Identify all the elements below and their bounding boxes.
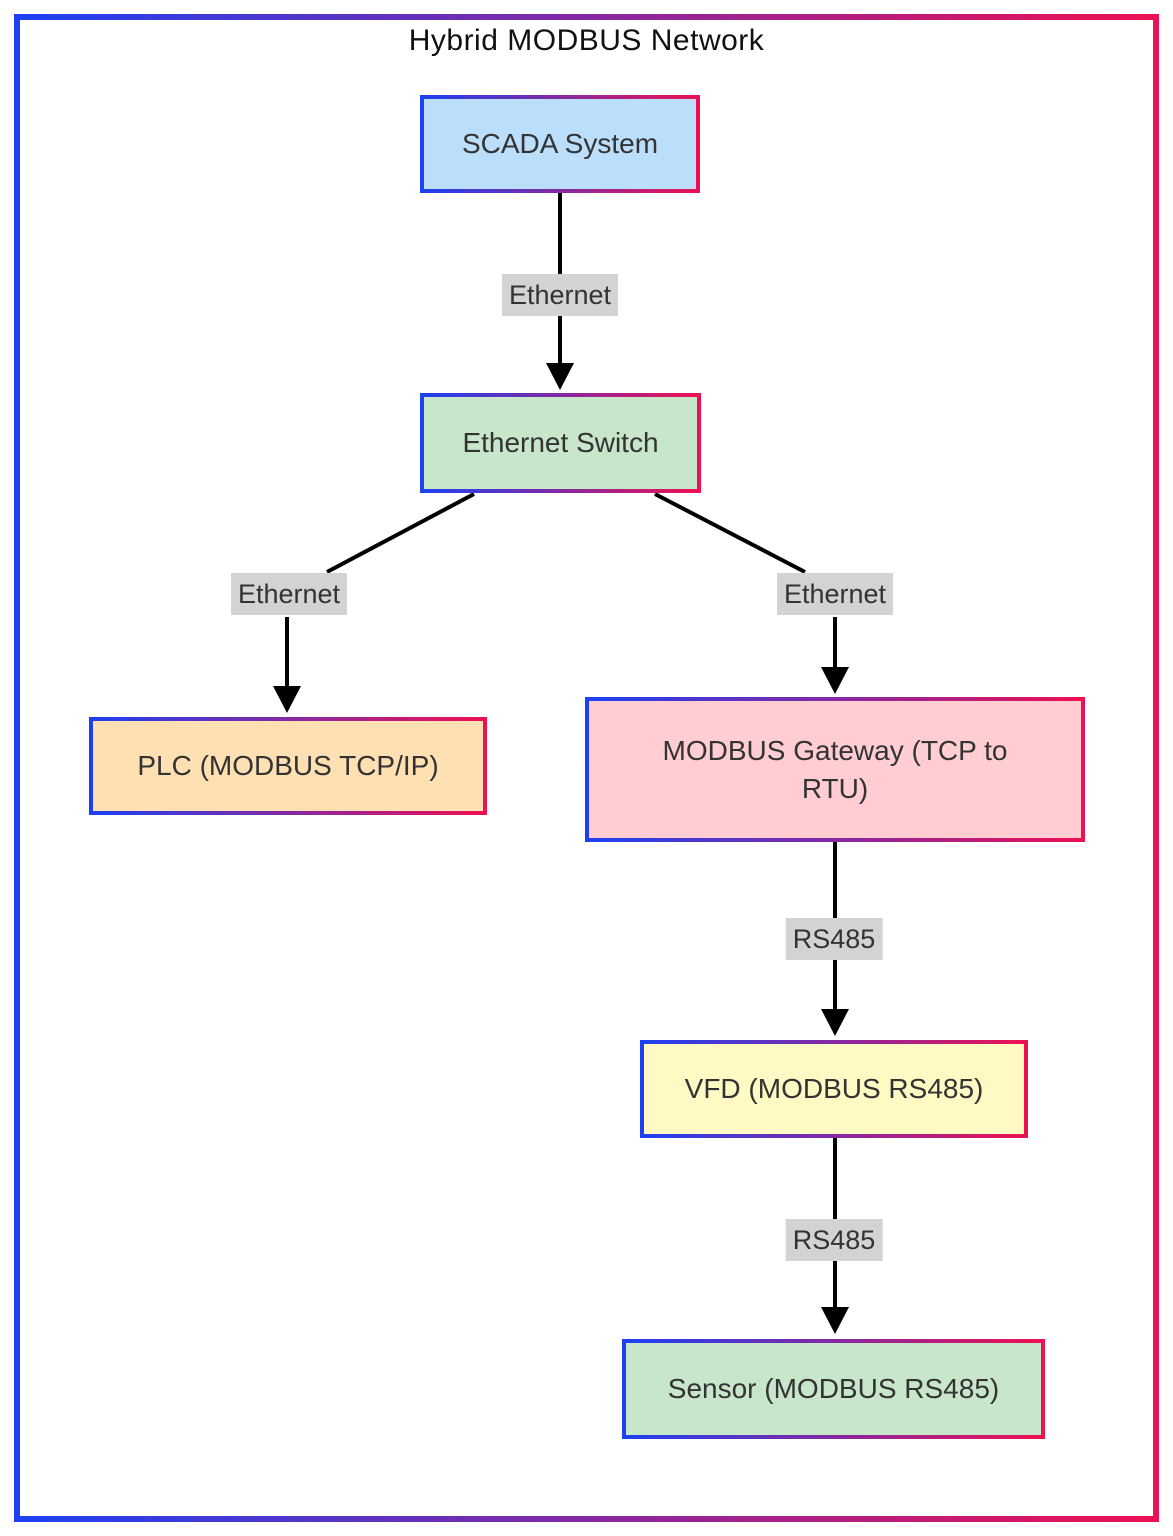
node-label: Ethernet Switch <box>462 427 659 459</box>
diagram-title: Hybrid MODBUS Network <box>408 24 765 57</box>
arrowhead-icon <box>273 686 301 713</box>
node-label: PLC (MODBUS TCP/IP) <box>137 750 439 782</box>
edge-label-ethernet-right: Ethernet <box>776 573 894 616</box>
edge-label-ethernet-top: Ethernet <box>501 274 619 317</box>
node-label: MODBUS Gateway (TCP to RTU) <box>662 734 1008 804</box>
edge-label-ethernet-left: Ethernet <box>230 573 348 616</box>
node-ethernet-switch: Ethernet Switch <box>420 393 701 493</box>
node-sensor: Sensor (MODBUS RS485) <box>622 1339 1045 1439</box>
edge-switch-to-plc <box>273 492 475 713</box>
edge-label-rs485-lower: RS485 <box>785 1219 883 1262</box>
node-label: Sensor (MODBUS RS485) <box>667 1373 1000 1405</box>
arrowhead-icon <box>821 1307 849 1334</box>
node-scada-system: SCADA System <box>420 95 700 193</box>
node-vfd: VFD (MODBUS RS485) <box>640 1040 1028 1138</box>
edge-label-rs485-upper: RS485 <box>785 918 883 961</box>
edge-switch-to-gateway <box>654 492 849 694</box>
arrowhead-icon <box>821 1009 849 1036</box>
node-modbus-gateway: MODBUS Gateway (TCP to RTU) <box>585 697 1085 842</box>
node-label: SCADA System <box>461 128 659 160</box>
node-label: VFD (MODBUS RS485) <box>684 1073 984 1105</box>
arrowhead-icon <box>546 363 574 390</box>
arrowhead-icon <box>821 667 849 694</box>
node-plc: PLC (MODBUS TCP/IP) <box>89 717 487 815</box>
